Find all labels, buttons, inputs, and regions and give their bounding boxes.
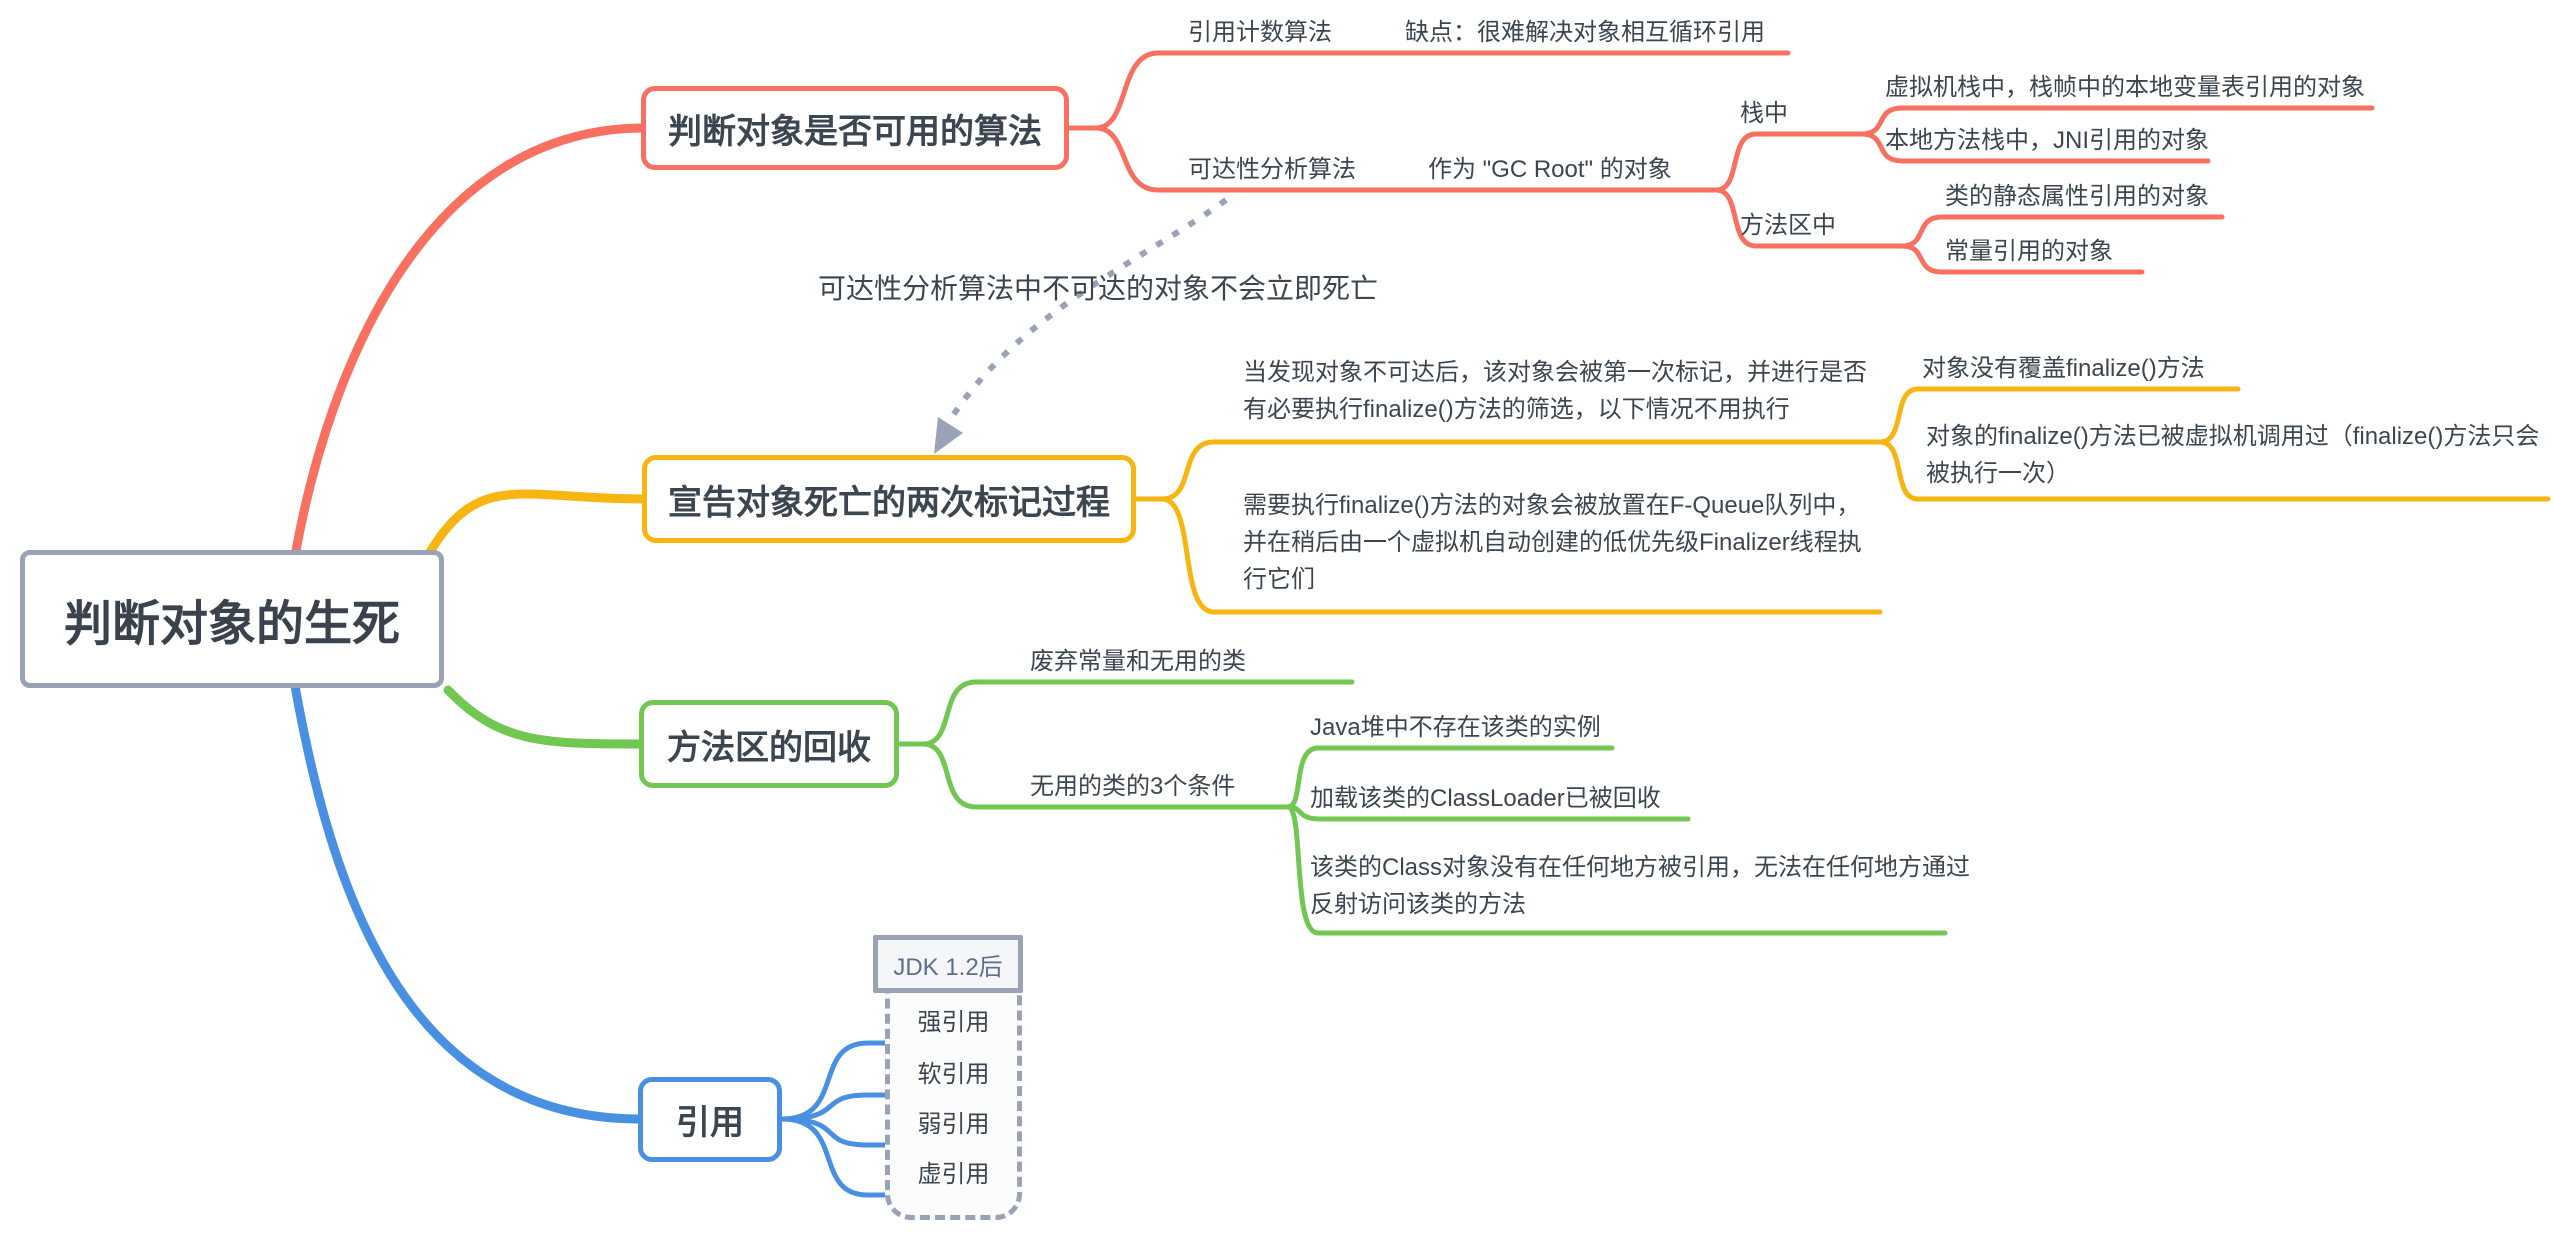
useless-to-cond3 xyxy=(1285,804,1948,936)
topic-no-finalize-override[interactable]: 对象没有覆盖finalize()方法 xyxy=(1922,355,2205,382)
stack-to-native xyxy=(1859,131,2211,164)
mgc-to-useless xyxy=(920,741,1291,810)
topic-useless-class-conditions[interactable]: 无用的类的3个条件 xyxy=(1030,773,1236,800)
branch-curve-two-marks xyxy=(425,489,651,557)
topic-condition-no-instances[interactable]: Java堆中不存在该类的实例 xyxy=(1310,714,1601,741)
relationship-note[interactable]: 可达性分析算法中不可达的对象不会立即死亡 xyxy=(818,273,1379,304)
refs-to-strong xyxy=(779,1040,1006,1122)
useless-to-cond1 xyxy=(1285,745,1615,810)
topic-algorithm[interactable]: 判断对象是否可用的算法 xyxy=(641,86,1069,170)
topic-gc-root[interactable]: 作为 "GC Root" 的对象 xyxy=(1428,156,1672,183)
topic-constant-refs[interactable]: 常量引用的对象 xyxy=(1945,238,2113,265)
topic-reference-counting[interactable]: 引用计数算法 xyxy=(1188,19,1332,46)
topic-method-area-gc-label: 方法区的回收 xyxy=(667,728,871,767)
topic-two-marks-label: 宣告对象死亡的两次标记过程 xyxy=(668,483,1110,522)
topic-native-stack-refs[interactable]: 本地方法栈中，JNI引用的对象 xyxy=(1885,127,2209,154)
first-to-finalize-once xyxy=(1877,439,2551,502)
refs-to-phantom xyxy=(779,1116,1006,1198)
ra-to-method-area xyxy=(1713,187,1905,249)
alg-to-ra xyxy=(1093,125,1719,193)
marks-to-fqueue xyxy=(1159,496,1883,615)
topic-reachability[interactable]: 可达性分析算法 xyxy=(1188,156,1356,183)
root-topic[interactable]: 判断对象的生死 xyxy=(20,550,444,688)
ra-to-stack xyxy=(1713,131,1865,193)
marks-to-first xyxy=(1159,439,1883,502)
topic-algorithm-label: 判断对象是否可用的算法 xyxy=(668,112,1042,151)
topic-soft-reference[interactable]: 软引用 xyxy=(917,1061,990,1088)
topic-weak-reference[interactable]: 弱引用 xyxy=(917,1111,990,1138)
jdk-group-label-box[interactable]: JDK 1.2后 xyxy=(873,935,1023,993)
topic-f-queue[interactable]: 需要执行finalize()方法的对象会被放置在F-Queue队列中，并在稍后由… xyxy=(1243,492,1862,593)
topic-stack[interactable]: 栈中 xyxy=(1740,100,1788,127)
topic-vm-stack-refs[interactable]: 虚拟机栈中，栈帧中的本地变量表引用的对象 xyxy=(1885,74,2365,101)
topic-first-mark[interactable]: 当发现对象不可达后，该对象会被第一次标记，并进行是否有必要执行finalize(… xyxy=(1243,359,1867,423)
topic-reference-counting-drawback[interactable]: 缺点：很难解决对象相互循环引用 xyxy=(1405,19,1765,46)
topic-references[interactable]: 引用 xyxy=(638,1077,782,1162)
topic-condition-classloader-collected[interactable]: 加载该类的ClassLoader已被回收 xyxy=(1310,785,1661,812)
topic-references-label: 引用 xyxy=(676,1104,744,1142)
topic-method-area-gc[interactable]: 方法区的回收 xyxy=(639,700,899,788)
topic-obsolete-constants-classes[interactable]: 废弃常量和无用的类 xyxy=(1030,648,1246,675)
topic-finalize-called-once[interactable]: 对象的finalize()方法已被虚拟机调用过（finalize()方法只会被执… xyxy=(1926,423,2540,487)
branch-curve-method-area xyxy=(443,685,647,749)
topic-two-marks[interactable]: 宣告对象死亡的两次标记过程 xyxy=(642,455,1136,543)
jdk-group-label: JDK 1.2后 xyxy=(893,953,1003,981)
jdk-reference-group-boundary xyxy=(885,960,1022,1220)
relationship-arrowhead-icon xyxy=(934,417,963,454)
topic-method-area[interactable]: 方法区中 xyxy=(1740,212,1836,239)
relationship-dotted-arrow xyxy=(947,197,1228,422)
topic-static-property-refs[interactable]: 类的静态属性引用的对象 xyxy=(1945,183,2209,210)
ma-to-const xyxy=(1899,243,2145,275)
branch-curve-references xyxy=(290,681,645,1124)
root-topic-label: 判断对象的生死 xyxy=(63,598,400,651)
mgc-to-targets xyxy=(920,679,1355,747)
branch-curve-algorithm xyxy=(290,123,649,561)
alg-to-rc xyxy=(1093,50,1791,131)
topic-strong-reference[interactable]: 强引用 xyxy=(917,1009,990,1036)
topic-phantom-reference[interactable]: 虚引用 xyxy=(917,1161,990,1188)
topic-condition-class-object-unreferenced[interactable]: 该类的Class对象没有在任何地方被引用，无法在任何地方通过反射访问该类的方法 xyxy=(1310,854,1971,918)
first-to-no-finalize xyxy=(1877,386,2241,445)
